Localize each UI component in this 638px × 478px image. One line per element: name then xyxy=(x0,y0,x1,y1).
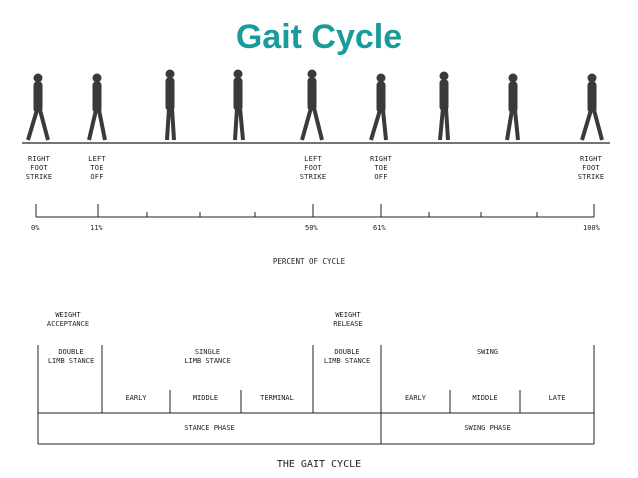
event-left-toe-off: LEFT TOE OFF xyxy=(88,155,106,181)
early-swing-label: EARLY xyxy=(404,394,427,402)
event-right-toe-off: RIGHT TOE OFF xyxy=(369,155,393,181)
late-swing-label: LATE xyxy=(548,394,566,402)
double-limb-stance-1-label: DOUBLE LIMB STANCE xyxy=(47,348,95,365)
weight-acceptance-label: WEIGHT ACCEPTANCE xyxy=(46,311,90,328)
phase-table xyxy=(37,345,595,445)
walking-figure-2 xyxy=(87,73,107,141)
event-left-foot-strike: LEFT FOOT STRIKE xyxy=(299,155,327,181)
early-stance-label: EARLY xyxy=(125,394,147,402)
middle-stance-label: MIDDLE xyxy=(192,394,219,402)
tick-label-61: 61% xyxy=(373,224,386,232)
walking-figure-3 xyxy=(165,69,176,141)
middle-swing-label: MIDDLE xyxy=(472,394,498,402)
double-limb-stance-2-label: DOUBLE LIMB STANCE xyxy=(323,348,371,365)
terminal-stance-label: TERMINAL xyxy=(260,394,294,402)
diagram-caption: THE GAIT CYCLE xyxy=(276,459,362,470)
tick-label-0: 0% xyxy=(31,224,40,232)
swing-label: SWING xyxy=(476,348,499,356)
tick-label-11: 11% xyxy=(90,224,103,232)
walking-figure-9 xyxy=(580,73,604,141)
walking-figure-7 xyxy=(438,71,450,141)
event-right-foot-strike-1: RIGHT FOOT STRIKE xyxy=(25,155,53,181)
walking-figure-8 xyxy=(505,73,520,141)
swing-phase-label: SWING PHASE xyxy=(464,424,511,432)
weight-release-label: WEIGHT RELEASE xyxy=(333,311,363,328)
percent-timeline xyxy=(35,204,595,218)
walking-figure-4 xyxy=(233,69,245,141)
tick-label-100: 100% xyxy=(583,224,600,232)
single-limb-stance-label: SINGLE LIMB STANCE xyxy=(184,348,231,365)
walking-figure-1 xyxy=(26,73,50,141)
slide-title: Gait Cycle xyxy=(235,18,403,56)
tick-label-50: 50% xyxy=(305,224,318,232)
percent-caption: PERCENT OF CYCLE xyxy=(272,257,346,266)
walking-figures xyxy=(26,69,604,141)
walking-figure-5 xyxy=(300,69,324,141)
event-right-foot-strike-2: RIGHT FOOT STRIKE xyxy=(577,155,605,181)
walking-figure-6 xyxy=(369,73,388,141)
stance-phase-label: STANCE PHASE xyxy=(184,424,235,432)
